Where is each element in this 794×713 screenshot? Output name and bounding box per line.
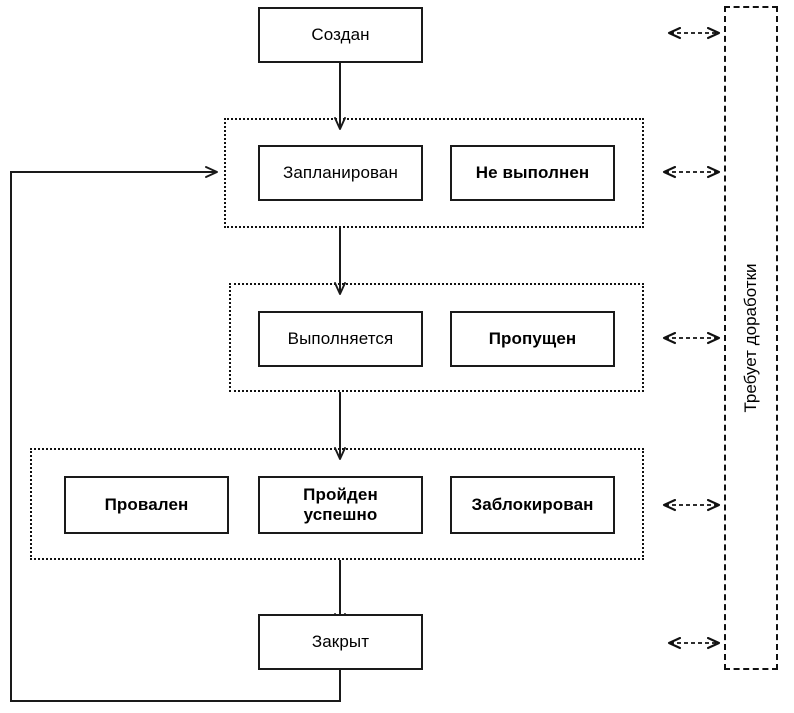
node-closed-label: Закрыт xyxy=(311,631,370,651)
node-planned-label: Запланирован xyxy=(283,162,398,182)
node-planned[interactable]: Запланирован xyxy=(258,145,423,201)
node-skipped-label: Пропущен xyxy=(488,328,577,348)
node-closed[interactable]: Закрыт xyxy=(258,614,423,670)
rework-container[interactable] xyxy=(724,6,778,670)
node-in-progress-label: Выполняется xyxy=(287,328,394,348)
node-blocked[interactable]: Заблокирован xyxy=(450,476,615,534)
node-created[interactable]: Создан xyxy=(258,7,423,63)
node-failed[interactable]: Провален xyxy=(64,476,229,534)
node-failed-label: Провален xyxy=(104,494,189,514)
node-in-progress[interactable]: Выполняется xyxy=(258,311,423,367)
node-passed-label: Пройден успешно xyxy=(303,484,378,524)
node-not-executed-label: Не выполнен xyxy=(475,162,590,182)
node-created-label: Создан xyxy=(311,24,370,44)
node-blocked-label: Заблокирован xyxy=(471,494,594,514)
node-not-executed[interactable]: Не выполнен xyxy=(450,145,615,201)
node-passed[interactable]: Пройден успешно xyxy=(258,476,423,534)
node-skipped[interactable]: Пропущен xyxy=(450,311,615,367)
